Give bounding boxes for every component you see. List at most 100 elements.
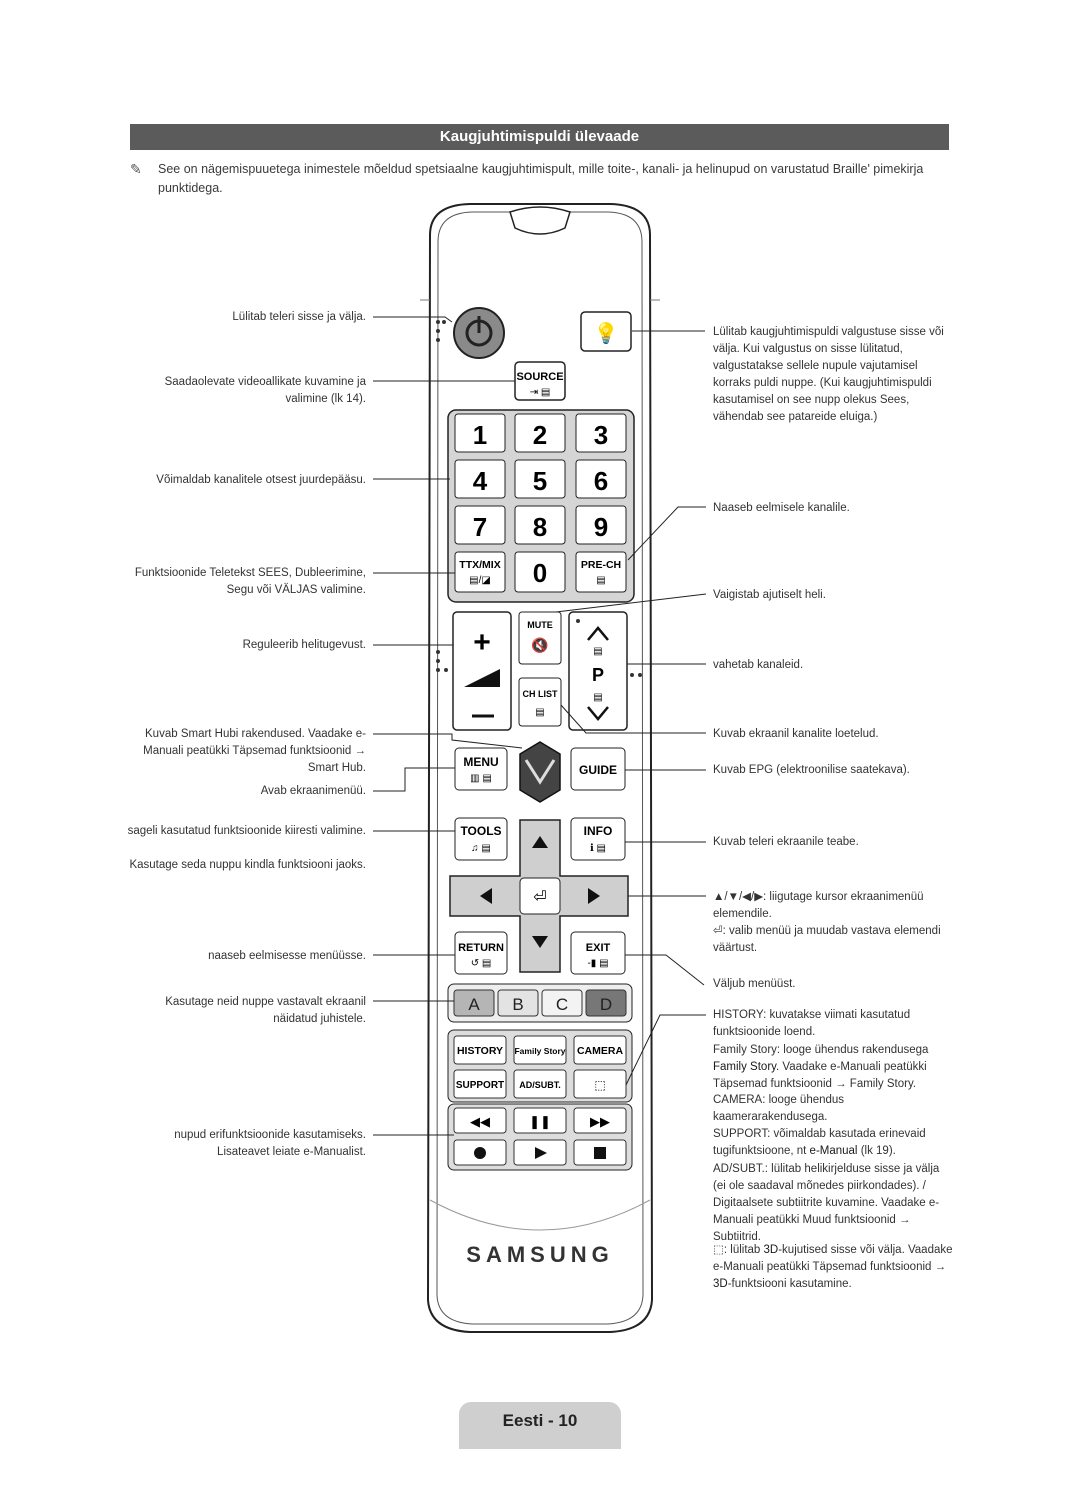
leader-lines [373, 316, 707, 1136]
intro-note-text: See on nägemispuuetega inimestele mõeldu… [158, 162, 924, 195]
label-volume: Reguleerib helitugevust. [242, 639, 366, 651]
svg-text:⏎: ⏎ [533, 889, 546, 906]
svg-text:PRE-CH: PRE-CH [581, 559, 621, 571]
smart-hub-button [519, 741, 561, 803]
label-adsubt: AD/SUBT.: lülitab helikirjelduse sisse j… [713, 1163, 940, 1243]
label-tools-note: Kasutage seda nuppu kindla funktsiooni j… [129, 859, 366, 871]
label-support: SUPPORT: võimaldab kasutada erinevaid tu… [713, 1128, 926, 1157]
rewind-button [453, 1107, 507, 1134]
svg-text:Family Story: Family Story [514, 1046, 565, 1056]
svg-text:▤: ▤ [596, 575, 605, 586]
enter-icon: ⏎ [713, 925, 723, 937]
svg-text:C: C [556, 995, 568, 1014]
enter-button [519, 877, 561, 915]
menu-button [454, 747, 508, 791]
svg-text:GUIDE: GUIDE [579, 763, 617, 777]
label-playback: nupud erifunktsioonide kasutamiseks. Lis… [174, 1129, 366, 1158]
svg-text:TOOLS: TOOLS [460, 824, 501, 838]
label-camera: CAMERA: looge ühendus kaamerarakendusega… [713, 1094, 845, 1123]
svg-text:▤: ▤ [535, 707, 544, 718]
digit-2: 2 [533, 420, 547, 450]
svg-text:🔇: 🔇 [531, 637, 548, 654]
svg-text:♫ ▤: ♫ ▤ [471, 843, 491, 854]
3d-icon: ⬚ [713, 1244, 724, 1256]
intro-note: ✎ See on nägemispuuetega inimestele mõel… [130, 160, 950, 198]
page-number-tab: Eesti - 10 [459, 1402, 621, 1449]
label-3d: ⬚: lülitab 3D-kujutised sisse või välja.… [713, 1244, 953, 1290]
digit-1: 1 [473, 420, 487, 450]
svg-text:HISTORY: HISTORY [457, 1045, 503, 1057]
label-colors: Kasutage neid nuppe vastavalt ekraanil n… [165, 996, 366, 1025]
section-title: Kaugjuhtimispuldi ülevaade [130, 124, 949, 150]
label-guide: Kuvab EPG (elektroonilise saatekava). [713, 764, 910, 776]
svg-text:MUTE: MUTE [527, 620, 553, 630]
svg-text:⬚: ⬚ [594, 1078, 605, 1092]
guide-button [570, 747, 626, 791]
color-button-a [453, 989, 495, 1017]
digit-3: 3 [594, 420, 608, 450]
svg-text:SUPPORT: SUPPORT [456, 1080, 504, 1091]
color-button-c [541, 989, 583, 1017]
light-button [580, 311, 632, 352]
svg-text:SOURCE: SOURCE [516, 371, 563, 383]
family-story-button [513, 1035, 567, 1065]
svg-text:◀◀: ◀◀ [470, 1114, 490, 1129]
color-button-d [585, 989, 627, 1017]
svg-text:CH LIST: CH LIST [523, 689, 559, 699]
digit-5: 5 [533, 466, 547, 496]
label-arrows: ▲/▼/◀/▶: liigutage kursor ekraanimenüü e… [713, 891, 924, 920]
label-enter: ⏎: valib menüü ja muudab vastava elemend… [713, 925, 941, 954]
digit-7: 7 [473, 512, 487, 542]
exit-button [570, 931, 626, 975]
tools-button [454, 817, 508, 861]
camera-button [573, 1035, 627, 1065]
volume-rocker [452, 611, 512, 731]
digit-6: 6 [594, 466, 608, 496]
svg-text:D: D [600, 995, 612, 1014]
return-button [454, 931, 508, 975]
ch-list-button [518, 677, 562, 727]
number-pad: 1 2 3 4 5 6 7 8 9 [454, 413, 627, 545]
svg-text:-▮ ▤: -▮ ▤ [587, 958, 608, 969]
pause-button [513, 1107, 567, 1134]
svg-text:▤/◪: ▤/◪ [469, 575, 491, 586]
svg-text:❚❚: ❚❚ [529, 1114, 551, 1130]
svg-text:↺ ▤: ↺ ▤ [471, 958, 492, 969]
svg-text:P: P [592, 665, 604, 685]
label-history: HISTORY: kuvatakse viimati kasutatud fun… [713, 1009, 911, 1038]
note-pencil-icon: ✎ [130, 161, 142, 177]
svg-text:0: 0 [533, 558, 547, 588]
label-return: naaseb eelmisesse menüüsse. [208, 950, 366, 962]
label-smarthub: Kuvab Smart Hubi rakendused. Vaadake e-M… [143, 728, 366, 774]
svg-text:RETURN: RETURN [458, 942, 504, 954]
svg-text:⇥ ▤: ⇥ ▤ [530, 387, 551, 398]
label-ttx: Funktsioonide Teletekst SEES, Dubleerimi… [134, 567, 366, 596]
svg-text:💡: 💡 [594, 321, 619, 345]
label-info: Kuvab teleri ekraanile teabe. [713, 836, 859, 848]
svg-text:A: A [468, 995, 480, 1014]
svg-text:+: + [473, 626, 491, 659]
label-channel: vahetab kanaleid. [713, 659, 804, 671]
svg-text:EXIT: EXIT [586, 942, 611, 954]
label-chlist: Kuvab ekraanil kanalite loetelud. [713, 728, 879, 740]
ad-subt-button [513, 1069, 567, 1099]
svg-text:▤: ▤ [593, 646, 602, 657]
label-exit: Väljub menüüst. [713, 978, 796, 990]
label-tools: sageli kasutatud funktsioonide kiiresti … [127, 825, 366, 837]
info-button [570, 817, 626, 861]
svg-text:INFO: INFO [584, 824, 613, 838]
svg-text:CAMERA: CAMERA [577, 1045, 623, 1057]
color-button-b [497, 989, 539, 1017]
label-source: Saadaolevate videoallikate kuvamine ja v… [164, 376, 366, 405]
channel-rocker [568, 611, 628, 731]
digit-9: 9 [594, 512, 608, 542]
svg-text:▤: ▤ [593, 692, 602, 703]
svg-text:MENU: MENU [463, 755, 498, 769]
pre-ch-button [575, 551, 627, 593]
svg-text:TTX/MIX: TTX/MIX [459, 559, 500, 571]
label-mute: Vaigistab ajutiselt heli. [713, 589, 826, 601]
fast-forward-button [573, 1107, 627, 1134]
svg-text:ℹ ▤: ℹ ▤ [590, 843, 606, 854]
digit-4: 4 [473, 466, 488, 496]
